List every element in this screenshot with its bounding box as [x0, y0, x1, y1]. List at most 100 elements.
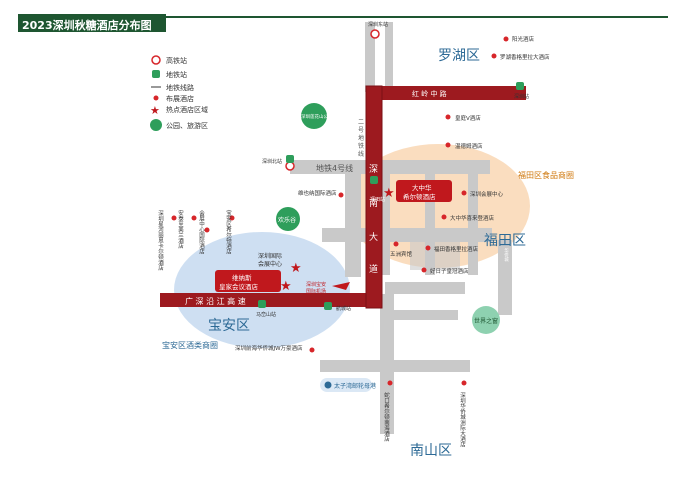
legend: 高铁站 地铁站 地铁线路 布展酒店 ★ 热点酒店区域 公园、旅游区: [150, 55, 208, 131]
legend-metro-line: 地铁线路: [151, 83, 194, 92]
svg-text:深圳会展中心: 深圳会展中心: [470, 190, 504, 198]
metro4-label: 地铁4号线: [316, 163, 353, 173]
svg-text:宝安区希尔顿酒店: 宝安区希尔顿酒店: [225, 209, 232, 256]
station-futian: 福田站: [370, 176, 385, 203]
svg-text:温德姆酒店: 温德姆酒店: [455, 142, 483, 150]
svg-text:五洲宾馆: 五洲宾馆: [390, 250, 413, 258]
legend-metro: 地铁站: [152, 70, 187, 79]
svg-text:会展中心: 会展中心: [258, 260, 282, 268]
svg-text:华侨城: 华侨城: [504, 247, 509, 263]
svg-text:深圳华侨城洲际大酒店: 深圳华侨城洲际大酒店: [459, 391, 466, 449]
svg-text:深圳莲花山公园: 深圳莲花山公园: [301, 113, 333, 120]
legend-park: 公园、旅游区: [150, 119, 208, 131]
minor-roads: [290, 22, 512, 434]
station-shenzhen-north: 深圳北站: [262, 155, 295, 171]
svg-text:热点酒店区域: 热点酒店区域: [166, 105, 208, 114]
svg-text:太子湾邮轮母港: 太子湾邮轮母港: [334, 382, 376, 390]
district-luohu: 罗湖区: [438, 48, 480, 64]
svg-text:蛇口希尔顿南海酒店: 蛇口希尔顿南海酒店: [383, 391, 390, 443]
svg-text:南: 南: [369, 197, 378, 209]
map-title: 2023深圳秋糖酒店分布图: [22, 19, 152, 32]
svg-text:福田香格里拉酒店: 福田香格里拉酒店: [434, 245, 479, 253]
hotel-dot-icon: [153, 95, 159, 101]
svg-text:地铁线路: 地铁线路: [166, 83, 194, 92]
legend-high-speed-rail: 高铁站: [151, 55, 187, 65]
road-label-hongling: 红 岭 中 路: [412, 89, 447, 98]
road-label-shennan: 深 南 大 道: [369, 164, 378, 275]
park-huanle: 欢乐谷: [276, 207, 300, 231]
svg-text:深圳北站: 深圳北站: [262, 158, 282, 165]
map-title-bar: 2023深圳秋糖酒店分布图: [18, 14, 166, 32]
station-maqueling: 马峦山站: [256, 300, 276, 318]
park-taizi: 太子湾邮轮母港: [320, 378, 376, 392]
svg-text:国际机场: 国际机场: [306, 288, 326, 295]
svg-text:道: 道: [369, 263, 378, 275]
svg-text:好日子皇冠酒店: 好日子皇冠酒店: [430, 267, 469, 275]
hot-area-airport: 深圳宝安 国际机场: [306, 281, 350, 295]
svg-text:希尔顿酒店: 希尔顿酒店: [403, 192, 436, 201]
road-label-guangshen: 广 深 沿 江 高 速: [185, 296, 246, 306]
svg-text:高铁站: 高铁站: [166, 56, 187, 65]
svg-text:深圳星河丽思卡尔顿酒店: 深圳星河丽思卡尔顿酒店: [157, 209, 164, 272]
svg-text:号: 号: [358, 127, 364, 134]
station-airport: 航城站: [324, 302, 351, 312]
svg-text:布展酒店: 布展酒店: [166, 94, 194, 103]
svg-text:二: 二: [358, 119, 364, 126]
svg-text:深圳宝安: 深圳宝安: [306, 281, 326, 288]
svg-text:航城站: 航城站: [336, 305, 351, 312]
svg-text:会展中心国际酒店: 会展中心国际酒店: [198, 209, 205, 256]
district-nanshan: 南山区: [410, 443, 452, 459]
hotel-labels-vertical: 深圳星河丽思卡尔顿酒店 安泰至美兰酒店 会展中心国际酒店 宝安区希尔顿酒店 蛇口…: [157, 209, 509, 449]
hot-area-dazhonghua: 大中华 希尔顿酒店 ★: [383, 180, 452, 202]
title-underline: [166, 16, 668, 18]
station-shenzhen: 深圳站: [514, 82, 529, 100]
svg-text:维也纳国际酒店: 维也纳国际酒店: [298, 189, 337, 197]
high-speed-rail-station-icon: [151, 55, 161, 65]
hotel-dots: [171, 36, 509, 386]
svg-text:维纳斯: 维纳斯: [232, 273, 252, 282]
svg-text:深圳前海华侨城JW万豪酒店: 深圳前海华侨城JW万豪酒店: [235, 344, 303, 352]
svg-text:大中华喜来登酒店: 大中华喜来登酒店: [450, 214, 495, 222]
park-window: 世界之窗: [472, 306, 500, 334]
svg-text:罗湖香格里拉大酒店: 罗湖香格里拉大酒店: [500, 53, 550, 61]
svg-text:地铁站: 地铁站: [166, 70, 187, 79]
svg-text:安泰至美兰酒店: 安泰至美兰酒店: [177, 209, 184, 250]
hot-area-star-icon: ★: [150, 104, 160, 117]
svg-text:铁: 铁: [358, 142, 364, 150]
svg-text:阳光酒店: 阳光酒店: [512, 35, 535, 43]
legend-hot-area: ★ 热点酒店区域: [150, 104, 208, 117]
futian-area-note: 福田区食品商圈: [518, 170, 574, 180]
svg-text:线: 线: [358, 150, 364, 158]
hot-area-weinasi: 维纳斯 皇家会议酒店 ★: [215, 270, 292, 294]
baoan-area-note: 宝安区酒类商圈: [162, 340, 218, 350]
svg-text:地: 地: [358, 134, 364, 142]
svg-text:深圳站: 深圳站: [514, 93, 529, 100]
svg-text:欢乐谷: 欢乐谷: [278, 216, 296, 224]
svg-text:★: ★: [280, 279, 292, 294]
svg-text:深圳国际: 深圳国际: [258, 252, 282, 260]
metro-station-icon: [152, 70, 160, 78]
park-icon: [150, 119, 162, 131]
legend-hotel: 布展酒店: [153, 94, 194, 103]
svg-text:世界之窗: 世界之窗: [474, 317, 498, 325]
svg-text:深圳东站: 深圳东站: [368, 21, 388, 28]
district-baoan: 宝安区: [208, 318, 250, 334]
svg-text:深: 深: [369, 164, 378, 175]
station-shenzhen-east: 深圳东站: [368, 21, 388, 39]
hotel-labels: 阳光酒店 罗湖香格里拉大酒店 皇庭V酒店 温德姆酒店 维也纳国际酒店 深圳会展中…: [235, 35, 550, 352]
svg-text:★: ★: [290, 261, 302, 276]
svg-text:皇家会议酒店: 皇家会议酒店: [219, 282, 259, 291]
svg-text:皇庭V酒店: 皇庭V酒店: [455, 114, 481, 122]
metro2-label: 二 号 地 铁 线: [358, 119, 364, 158]
airplane-icon: [332, 282, 350, 290]
svg-text:马峦山站: 马峦山站: [256, 311, 276, 318]
svg-text:大中华: 大中华: [412, 183, 432, 192]
svg-text:大: 大: [369, 231, 378, 243]
svg-text:★: ★: [383, 186, 395, 201]
district-futian: 福田区: [484, 233, 526, 249]
svg-text:公园、旅游区: 公园、旅游区: [166, 121, 208, 130]
hot-area-convention: 深圳国际 会展中心 ★: [258, 252, 302, 276]
svg-text:福田站: 福田站: [370, 196, 385, 203]
park-lianhua: 深圳莲花山公园: [301, 103, 333, 129]
